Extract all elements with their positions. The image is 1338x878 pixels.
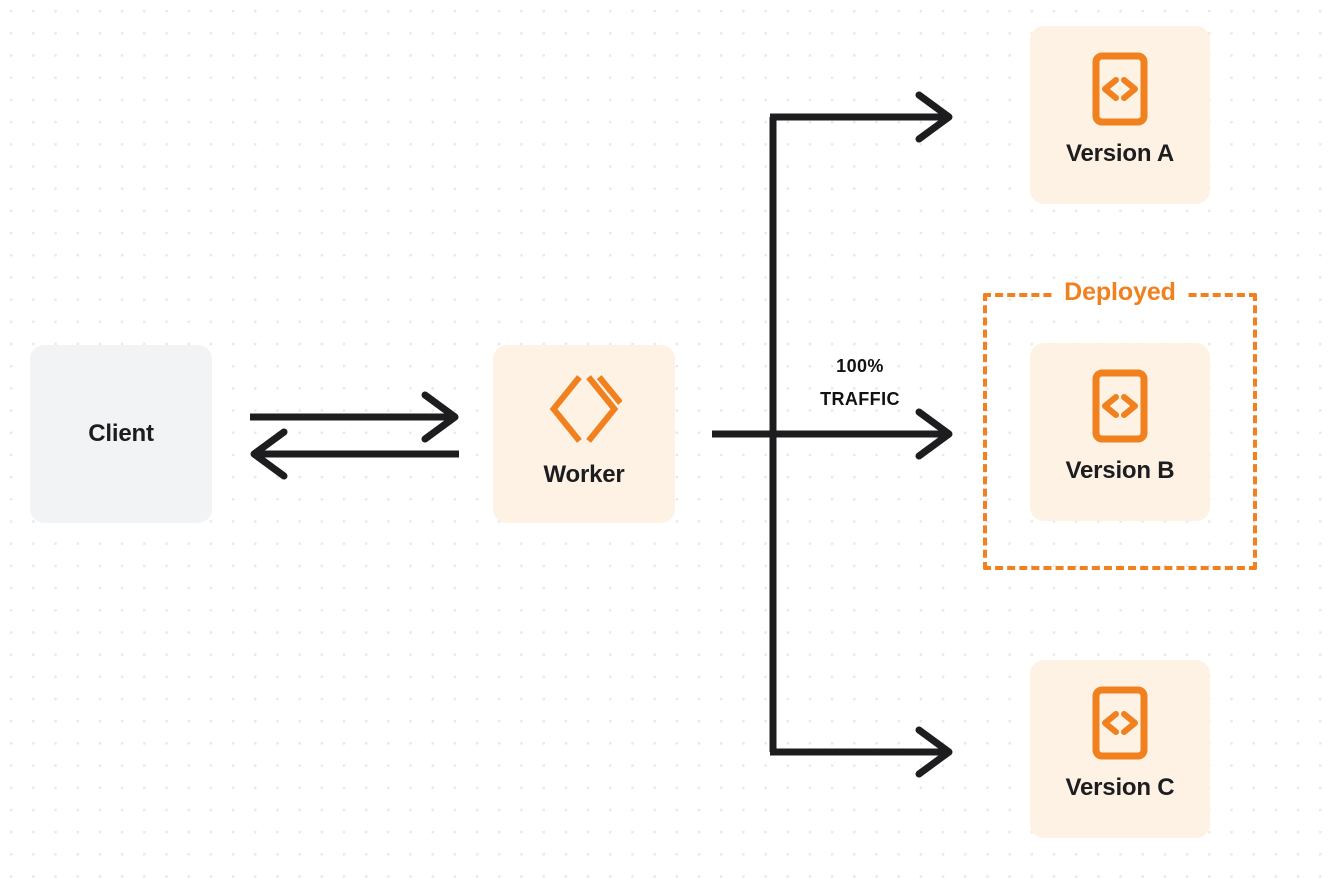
node-version-b-label: Version B [1065,457,1175,484]
traffic-percent: 100% [836,356,884,376]
code-brackets-icon [1092,686,1148,760]
arrow-worker-to-version-a [770,91,953,143]
node-version-a-label: Version A [1065,140,1175,167]
node-version-c-label: Version C [1065,774,1175,801]
arrow-client-to-worker [250,391,459,443]
node-worker[interactable]: Worker [493,345,675,523]
node-version-b[interactable]: Version B [1030,343,1210,521]
node-version-c[interactable]: Version C [1030,660,1210,838]
cloudflare-workers-logo-icon [546,371,622,447]
node-version-a[interactable]: Version A [1030,26,1210,204]
node-client-label: Client [88,420,154,447]
traffic-caption: TRAFFIC [820,389,900,410]
deployed-group-boundary: Deployed [983,280,1257,570]
code-brackets-icon [1092,52,1148,126]
arrow-worker-to-client [250,428,459,480]
traffic-label: 100% TRAFFIC [795,350,925,417]
node-worker-label: Worker [543,461,625,488]
node-client[interactable]: Client [30,345,212,523]
arrow-worker-to-version-c [770,726,953,778]
deployed-group-label: Deployed [1052,280,1188,305]
code-brackets-icon [1092,369,1148,443]
arrow-worker-to-version-b [712,408,953,460]
